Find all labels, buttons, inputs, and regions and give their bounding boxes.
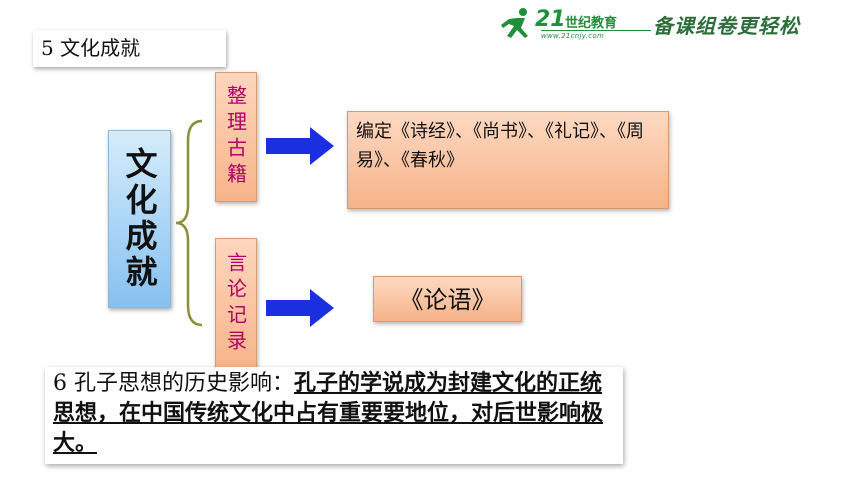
root-node: 文化成就	[108, 130, 171, 308]
brand-logo: 21 世纪教育 www.21cnjy.com 备课组卷更轻松	[495, 6, 855, 40]
brace-connector	[175, 119, 203, 327]
influence-emphasis: 孔子的学说成为封建文化的正统思想，在中国传统文化中占有重要要地位，对后世影响极大…	[53, 371, 604, 456]
logo-number: 21	[535, 7, 566, 32]
root-label: 文化成就	[120, 147, 159, 291]
section-title: 5 文化成就	[33, 30, 226, 67]
branch-node-records: 言论记录	[215, 238, 257, 370]
arrow-right-icon	[266, 289, 334, 327]
branch-label: 整理古籍	[223, 85, 248, 189]
logo-divider	[541, 30, 651, 31]
logo-name: 世纪教育	[565, 16, 618, 31]
arrow-right-icon	[266, 127, 334, 165]
branch-content-analects: 《论语》	[373, 276, 522, 322]
influence-paragraph: 6 孔子思想的历史影响：孔子的学说成为封建文化的正统思想，在中国传统文化中占有重…	[45, 367, 623, 464]
branch-node-organize-classics: 整理古籍	[215, 72, 257, 202]
branch-label: 言论记录	[223, 252, 248, 356]
logo-url: www.21cnjy.com	[541, 32, 605, 40]
running-man-icon	[501, 8, 528, 38]
branch-content-classics: 编定《诗经》、《尚书》、《礼记》、《周易》、《春秋》	[347, 111, 669, 209]
influence-prefix: 6 孔子思想的历史影响：	[53, 371, 294, 396]
logo-slogan: 备课组卷更轻松	[653, 14, 800, 38]
